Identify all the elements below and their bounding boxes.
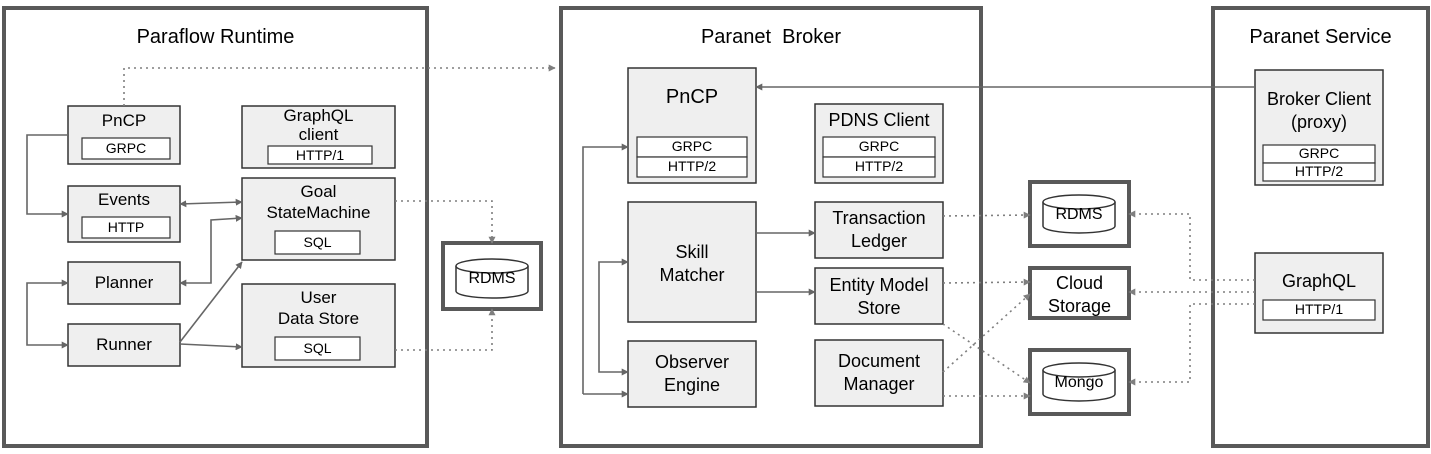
runner-to-userdata-arrow xyxy=(179,343,243,351)
planner-runner-loop xyxy=(26,279,69,349)
broker-client-http2-tag xyxy=(1262,162,1376,182)
pncp-grpc-text: GRPC xyxy=(105,140,147,156)
runner-to-goal-arrow xyxy=(179,261,243,343)
goal-to-rdms-arrow xyxy=(395,200,496,244)
events-http-text: HTTP xyxy=(107,219,145,235)
pdns-client-label: PDNS Client xyxy=(828,110,930,130)
runner-box xyxy=(67,323,181,367)
transaction-ledger-box xyxy=(814,201,944,259)
observer-skill-loop xyxy=(598,258,629,376)
broker-client-grpc-text: GRPC xyxy=(1298,145,1340,161)
broker-pncp-http2-text: HTTP/2 xyxy=(667,158,717,174)
events-label: Events xyxy=(98,190,150,209)
graphql-http1-text: HTTP/1 xyxy=(1294,301,1344,317)
broker-pncp-http2-tag xyxy=(636,156,748,178)
skill-matcher-box xyxy=(627,201,757,323)
userdata-to-rdms-arrow xyxy=(395,308,496,351)
left-bus-to-pncp-arrow xyxy=(582,143,629,394)
planner-label: Planner xyxy=(94,273,154,292)
paraflow-runtime-title: Paraflow Runtime xyxy=(136,26,295,48)
pdns-http2-tag xyxy=(822,156,936,178)
storage-mongo-cylinder xyxy=(1042,370,1116,402)
skill-matcher-label: Skill Matcher xyxy=(659,242,725,285)
entity-to-cloud-arrow xyxy=(942,278,1031,286)
pncp-to-events-arrow xyxy=(26,134,69,218)
cloud-storage-frame xyxy=(1028,266,1131,320)
graphql-client-tag xyxy=(267,145,373,165)
ledger-to-rdms-arrow xyxy=(942,211,1031,219)
broker-pncp-label: PnCP xyxy=(665,86,719,108)
paranet-broker-title: Paranet Broker xyxy=(700,26,842,48)
entity-model-store-label: Entity Model Store xyxy=(829,275,929,318)
observer-engine-label: Observer Engine xyxy=(654,352,730,395)
storage-rdms-cylinder xyxy=(1042,202,1116,234)
graphql-box xyxy=(1254,252,1384,334)
transaction-ledger-label: Transaction Ledger xyxy=(832,208,926,251)
paraflow-rdms-label: RDMS xyxy=(468,270,516,287)
graphql-client-http-text: HTTP/1 xyxy=(295,147,345,163)
graphql-to-mongo-arrow xyxy=(1128,303,1255,386)
storage-rdms-label: RDMS xyxy=(1055,206,1103,223)
broker-pncp-grpc-text: GRPC xyxy=(671,138,713,154)
events-goal-arrow xyxy=(179,198,243,208)
goal-state-machine-label: Goal StateMachine xyxy=(266,182,371,223)
broker-client-label: Broker Client (proxy) xyxy=(1266,89,1372,132)
graphql-to-rdms-arrow xyxy=(1128,210,1255,281)
docmgr-to-cloud-arrow xyxy=(942,293,1031,373)
graphql-client-label: GraphQL client xyxy=(283,106,354,144)
broker-client-http2-text: HTTP/2 xyxy=(1294,163,1344,179)
paranet-service-title: Paranet Service xyxy=(1249,26,1392,48)
planner-to-goal-arrow xyxy=(179,214,243,287)
storage-mongo-cylinder-top xyxy=(1042,362,1116,378)
pncp-grpc-tag xyxy=(81,137,171,160)
document-manager-box xyxy=(814,339,944,407)
entity-model-store-box xyxy=(814,267,944,325)
paraflow-rdms-cylinder xyxy=(455,266,529,299)
pdns-http2-text: HTTP/2 xyxy=(854,158,904,174)
graphql-label: GraphQL xyxy=(1281,271,1357,291)
user-data-store-label: User Data Store xyxy=(277,288,360,329)
storage-rdms-cylinder-top xyxy=(1042,194,1116,210)
graphql-http1-tag xyxy=(1262,299,1376,321)
pncp-label: PnCP xyxy=(101,111,147,130)
cloud-storage-label: Cloud Storage xyxy=(1047,273,1112,316)
goal-sql-text: SQL xyxy=(303,234,332,250)
storage-mongo-label: Mongo xyxy=(1054,374,1104,391)
observer-engine-box xyxy=(627,340,757,408)
paraflow-rdms-cylinder-top xyxy=(455,258,529,274)
user-data-sql-text: SQL xyxy=(303,340,332,356)
events-http-tag xyxy=(81,216,171,239)
goal-sql-tag xyxy=(274,230,361,255)
document-manager-label: Document Manager xyxy=(837,351,921,394)
user-data-sql-tag xyxy=(274,336,361,361)
pdns-grpc-text: GRPC xyxy=(858,138,900,154)
runner-label: Runner xyxy=(96,335,152,354)
paraflow-pncp-to-broker-arrow xyxy=(123,64,556,106)
